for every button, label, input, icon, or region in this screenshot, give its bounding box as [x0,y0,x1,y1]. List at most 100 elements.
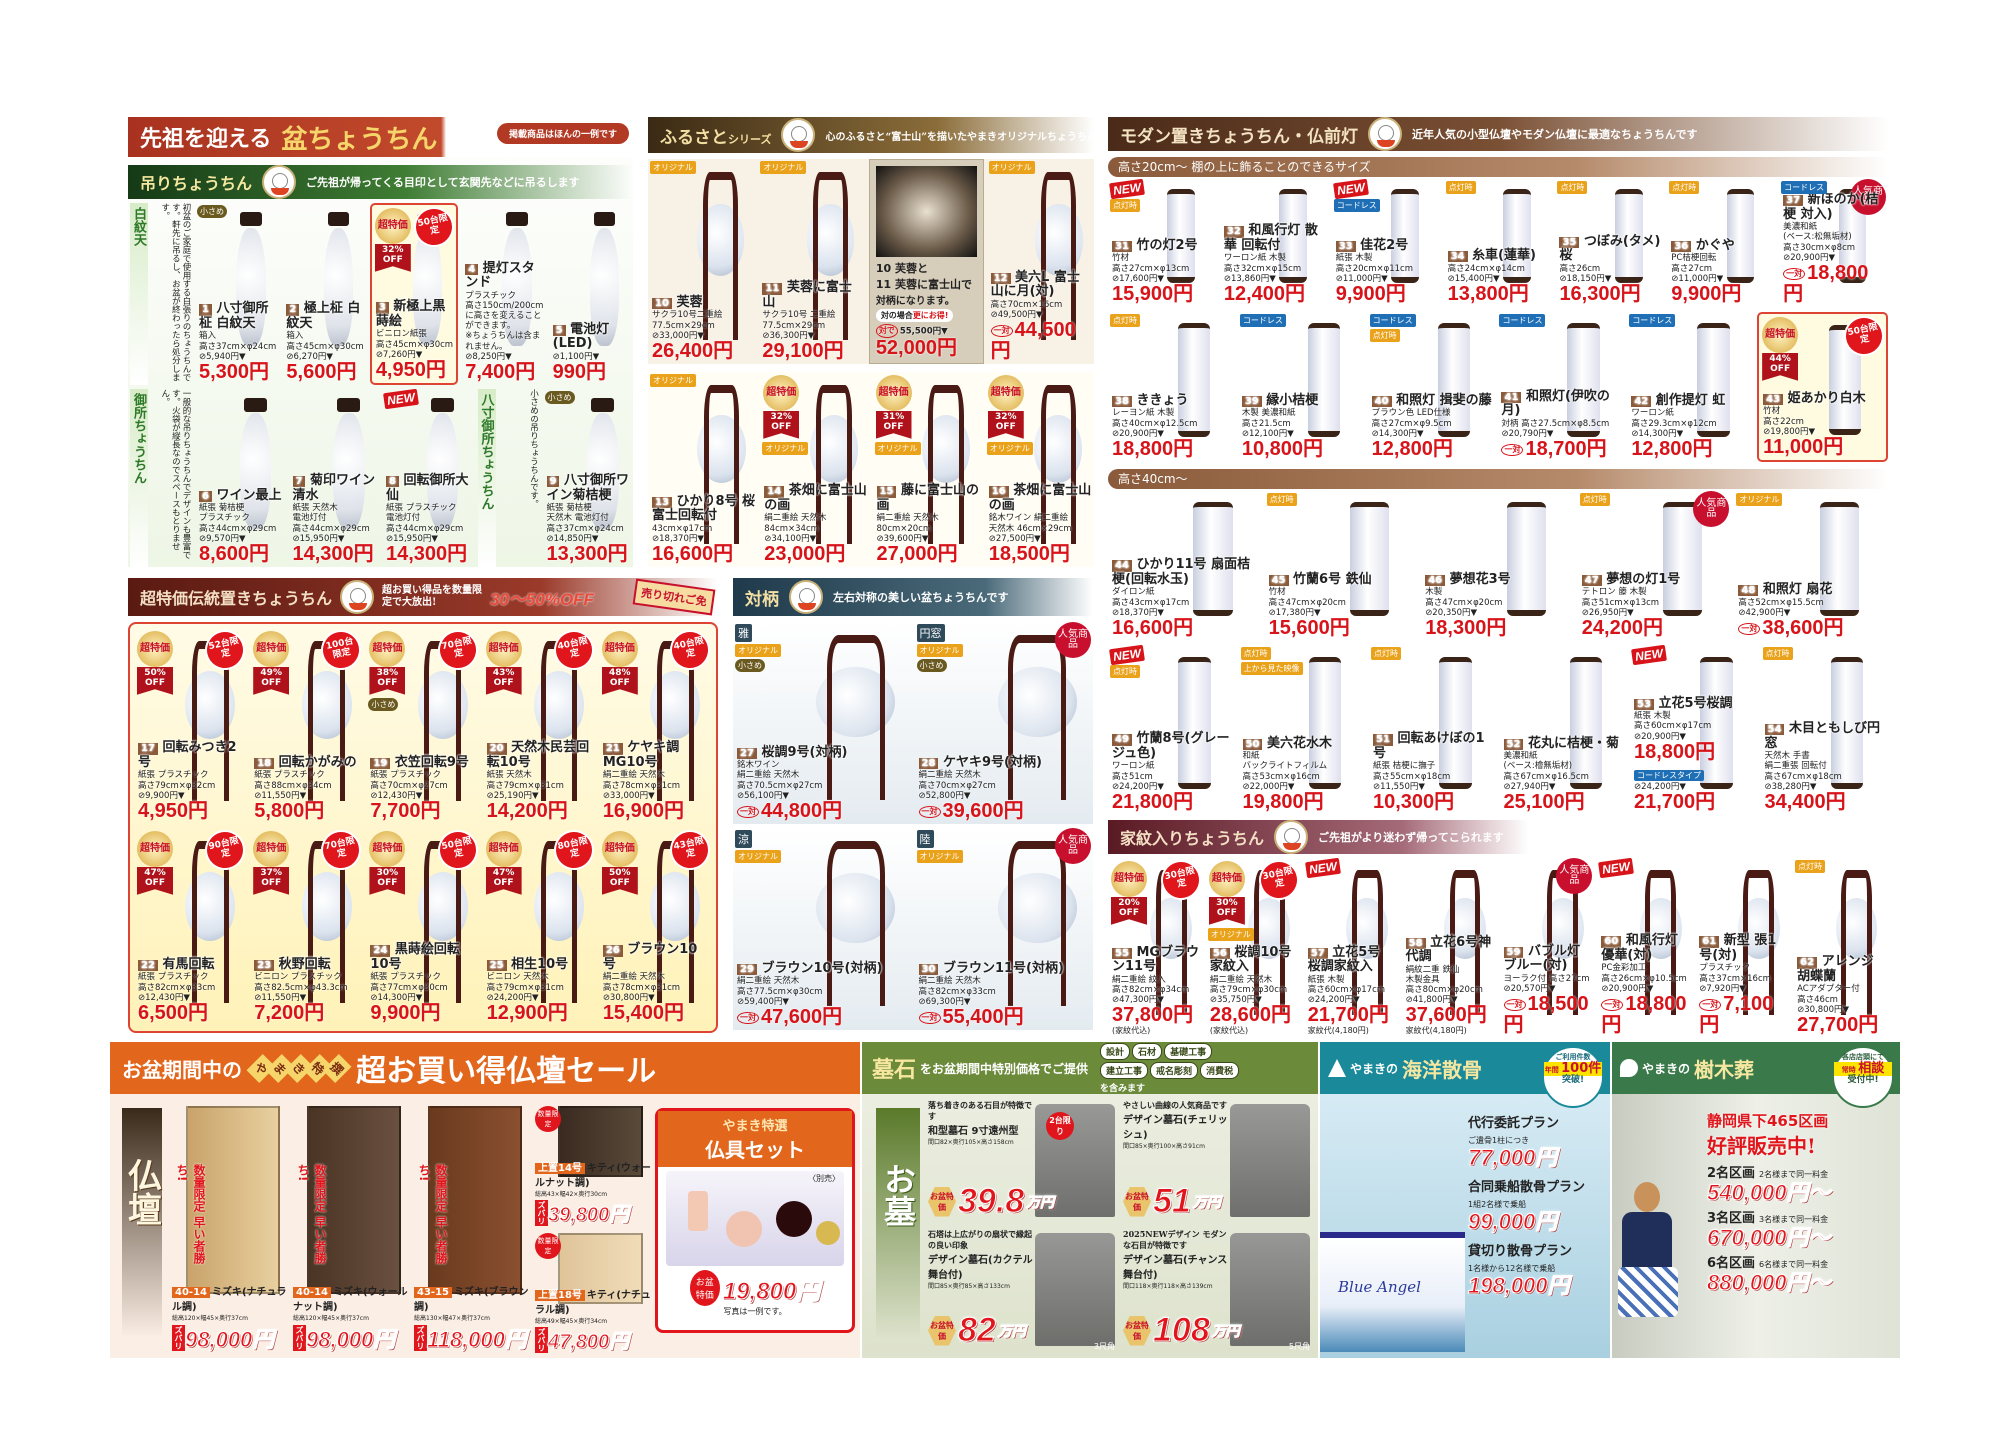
sale-price: 16,300円 [1559,283,1641,305]
discount-off: OFF [771,421,792,432]
product-card[interactable]: 4 提灯スタンドプラスチック高さ150cm/200cmに高さを変えることができま… [461,203,545,385]
product-number: 7 [292,476,306,488]
plan-name: 代行委託プラン [1468,1116,1560,1131]
product-card[interactable]: 52 花丸に桔梗・菊美濃和紙(ベース:檜無垢材)高さ67cm×φ16.5cm⊘2… [1500,645,1628,815]
product-tag: 点灯時 [1266,493,1297,506]
product-card[interactable]: 2 極上柾 白紋天箱入高さ45cm×φ30cm⊘6,270円▼5,600円 [282,203,366,385]
reference-price: ⊘20,350円▼ [1425,607,1478,618]
product-tag: 小さめ [735,659,765,672]
product-spec: 高さ80cm×φ20cm [1405,985,1483,996]
product-spec: 高さ82cm×φ33cm [918,986,996,997]
product-card[interactable]: 32 和風行灯 散華 回転付ワーロン紙 木製高さ32cm×φ15cm⊘13,86… [1220,179,1329,307]
grave-card[interactable]: 2025NEWデザイン モダンな石目が特徴ですデザイン墓石(チャンス舞台付)間口… [1123,1229,1314,1354]
product-card[interactable]: 7 菊印ワイン清水紙張 天然木電池灯付高さ44cm×φ29cm⊘15,950円▼… [289,389,380,567]
grave-card[interactable]: 落ち着きのある石目が特徴です和型墓石 9寸遠州型間口82×奥行105×高さ158… [928,1100,1119,1225]
product-name-line: 62 アレンジ胡蝶蘭 [1797,955,1886,984]
butsugu-set[interactable]: やまき特選 仏具セット 〈別売〉 お盆特価 19,800円 写真は一例です。 [655,1108,855,1333]
product-card[interactable]: 46 夢想花3号木製高さ47cm×φ20cm⊘20,350円▼18,300円 [1421,491,1575,641]
grave-card[interactable]: 石塔は上広がりの扇状で縁起の良い印象デザイン墓石(カクテル舞台付)間口85×奥行… [928,1229,1119,1354]
sale-price: 18,800円 [1601,993,1687,1036]
product-tag: オリジナル [650,161,696,174]
product-number: 18 [254,757,275,770]
product-spec: 高さ150cm/200cmに高さを変えることができます。 [465,300,544,332]
furusato-desc: 心のふるさと“富士山”を描いたやまきオリジナルちょうちんです [825,131,1094,143]
grave-card[interactable]: やさしい曲線の人気商品ですデザイン墓石(チェリッシュ)間口85×奥行100×高さ… [1123,1100,1314,1225]
tag-list: コードレス [1629,314,1676,327]
product-number: 13 [652,496,672,508]
product-card[interactable]: 58 立花6号神代調絹紋二重 鉄仙木製金具高さ80cm×φ20cm⊘41,800… [1402,858,1497,1038]
product-number: 33 [1335,240,1356,253]
product-card[interactable]: 6 ワイン最上紙張 菊桔梗プラスチック高さ44cm×φ29cm⊘9,570円▼8… [195,389,286,567]
product-card[interactable]: 5 電池灯(LED)⊘1,100円▼990円 [549,203,633,385]
product-card[interactable]: 44 ひかり11号 扇面桔梗(回転水玉)ダイロン紙高さ43cm×φ17cm⊘18… [1108,491,1262,641]
side-label: 御所ちょうちん一般的な吊りちょうちんでデザインも豊富です。火袋が縦長なのでスペー… [128,389,192,567]
badge-line: 相談 [1858,1060,1885,1076]
